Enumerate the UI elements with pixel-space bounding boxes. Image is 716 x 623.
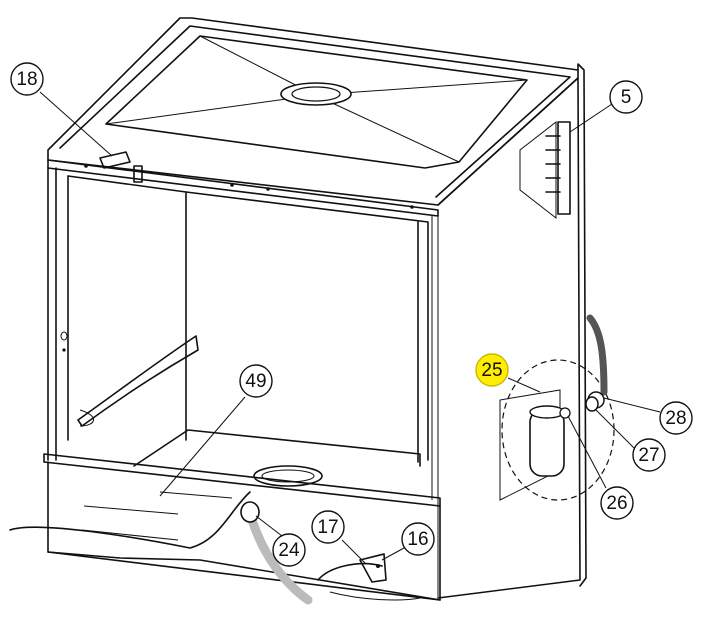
callout-label: 49 xyxy=(245,371,266,392)
leader-lines xyxy=(39,91,661,565)
fitting-part-24 xyxy=(240,501,313,605)
top-panel xyxy=(47,17,579,217)
callout-label: 25 xyxy=(481,360,502,381)
callout-24: 24 xyxy=(272,533,306,567)
callout-5: 5 xyxy=(609,80,643,114)
callout-label: 16 xyxy=(407,529,428,550)
callout-layer: 18 5 49 25 28 27 26 24 17 16 xyxy=(10,62,693,567)
callout-27: 27 xyxy=(632,438,666,472)
callout-label: 24 xyxy=(278,540,300,561)
callout-circle xyxy=(659,401,693,435)
callout-26: 26 xyxy=(600,486,634,520)
callout-label: 26 xyxy=(606,493,627,514)
callout-circle xyxy=(475,353,509,387)
callout-18: 18 xyxy=(10,62,44,96)
tub-floor xyxy=(133,429,421,499)
callout-17: 17 xyxy=(311,510,345,544)
kick-panel xyxy=(9,453,441,601)
callout-label: 5 xyxy=(621,87,632,108)
callout-label: 17 xyxy=(317,517,338,538)
callout-25: 25 xyxy=(475,353,509,387)
callout-16: 16 xyxy=(401,522,435,556)
detail-25-fittings xyxy=(499,314,615,501)
callout-circle xyxy=(609,80,643,114)
terminal-strip-part-5 xyxy=(519,120,571,220)
switch-part-18 xyxy=(99,151,143,183)
callout-label: 27 xyxy=(638,445,659,466)
callout-circle xyxy=(239,364,273,398)
callout-28: 28 xyxy=(659,401,693,435)
callout-circle xyxy=(600,486,634,520)
callout-label: 28 xyxy=(665,408,686,429)
callout-circle xyxy=(272,533,306,567)
callout-circle xyxy=(10,62,44,96)
right-side-panel xyxy=(431,63,587,599)
front-frame xyxy=(47,159,429,463)
wire-part-17-clamp-16 xyxy=(317,553,421,601)
callout-label: 18 xyxy=(16,69,37,90)
callout-circle xyxy=(311,510,345,544)
callout-circle xyxy=(401,522,435,556)
callout-circle xyxy=(632,438,666,472)
callout-49: 49 xyxy=(239,364,273,398)
